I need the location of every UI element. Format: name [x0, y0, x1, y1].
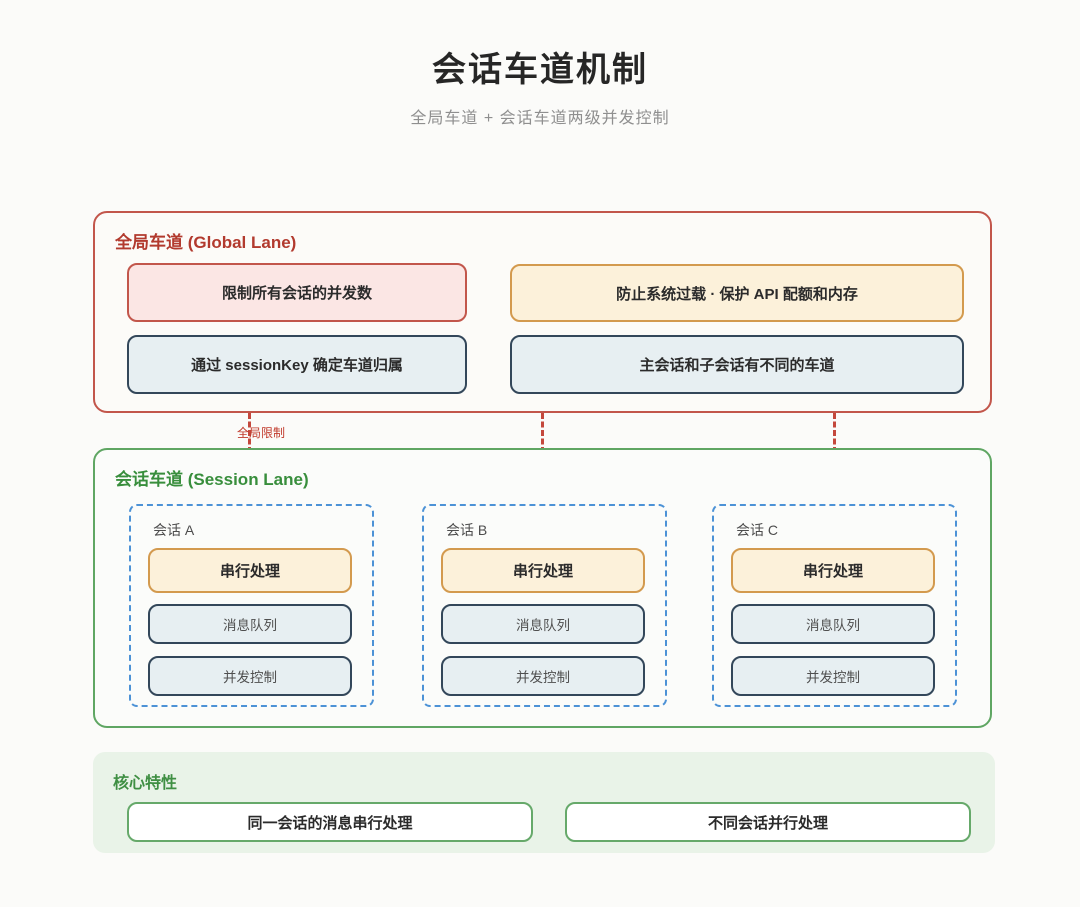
global-lane-item-main-sub-lanes: 主会话和子会话有不同的车道	[510, 335, 964, 394]
global-lane-item-sessionkey: 通过 sessionKey 确定车道归属	[127, 335, 467, 394]
concurrency-control-box: 并发控制	[731, 656, 935, 696]
session-label: 会话 C	[736, 522, 778, 538]
page-title: 会话车道机制	[432, 51, 648, 89]
global-lane-item-prevent-overload: 防止系统过载 · 保护 API 配额和内存	[510, 264, 964, 322]
message-queue-box: 消息队列	[731, 604, 935, 644]
page-subtitle: 全局车道 + 会话车道两级并发控制	[410, 110, 670, 127]
message-queue-box: 消息队列	[148, 604, 352, 644]
global-limit-label: 全局限制	[237, 426, 286, 440]
core-features-title: 核心特性	[113, 775, 178, 792]
feature-parallel-different-sessions: 不同会话并行处理	[565, 802, 971, 842]
serial-processing-box: 串行处理	[148, 548, 352, 593]
global-lane-panel: 全局车道 (Global Lane) 限制所有会话的并发数 防止系统过载 · 保…	[93, 211, 992, 413]
session-card-b: 会话 B 串行处理 消息队列 并发控制	[422, 504, 667, 707]
session-lane-panel: 会话车道 (Session Lane) 会话 A 串行处理 消息队列 并发控制 …	[93, 448, 992, 728]
core-features-panel: 核心特性 同一会话的消息串行处理 不同会话并行处理	[93, 752, 995, 853]
session-label: 会话 B	[446, 522, 488, 538]
session-label: 会话 A	[153, 522, 195, 538]
feature-serial-same-session: 同一会话的消息串行处理	[127, 802, 533, 842]
session-card-a: 会话 A 串行处理 消息队列 并发控制	[129, 504, 374, 707]
session-lane-title: 会话车道 (Session Lane)	[115, 470, 309, 489]
serial-processing-box: 串行处理	[441, 548, 645, 593]
session-card-c: 会话 C 串行处理 消息队列 并发控制	[712, 504, 957, 707]
global-lane-item-limit-concurrency: 限制所有会话的并发数	[127, 263, 467, 322]
serial-processing-box: 串行处理	[731, 548, 935, 593]
global-lane-title: 全局车道 (Global Lane)	[115, 233, 297, 252]
concurrency-control-box: 并发控制	[441, 656, 645, 696]
message-queue-box: 消息队列	[441, 604, 645, 644]
concurrency-control-box: 并发控制	[148, 656, 352, 696]
